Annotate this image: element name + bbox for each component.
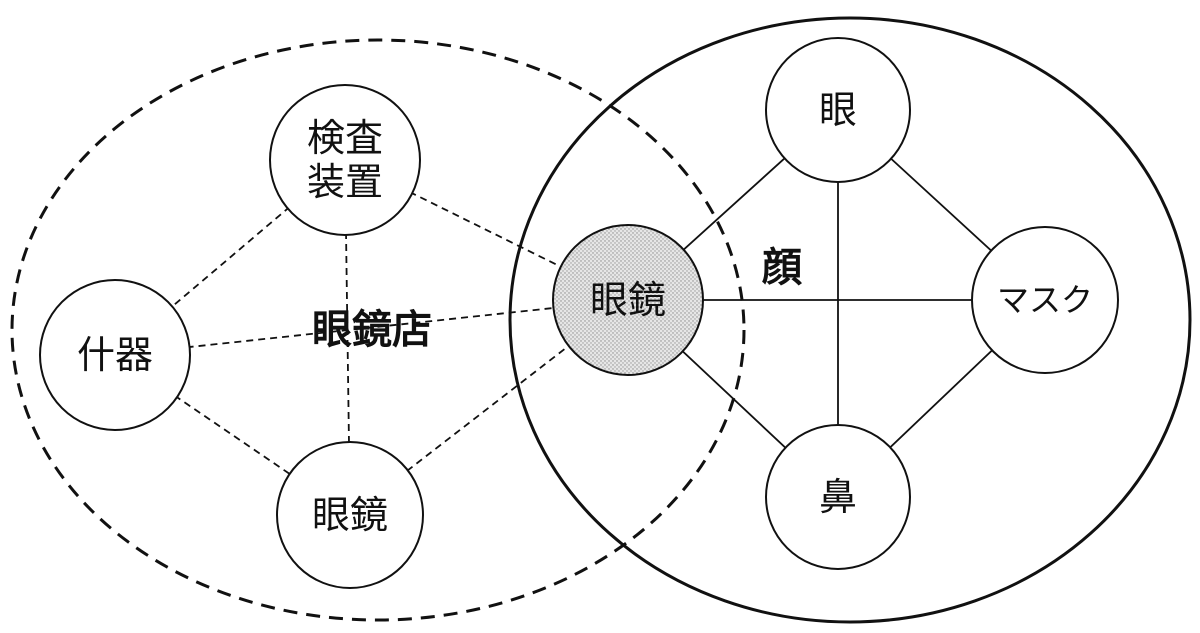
node-glasses-center: 眼鏡 — [552, 224, 704, 376]
node-label: 眼 — [819, 88, 857, 132]
edge-fixtures-glasses_center — [114, 299, 629, 356]
node-circle — [971, 226, 1119, 374]
node-fixtures: 什器 — [39, 279, 191, 431]
node-label: 検査 — [307, 116, 383, 160]
node-circle — [765, 37, 911, 183]
node-circle — [269, 84, 421, 236]
node-label: 装置 — [307, 160, 383, 204]
node-circle — [39, 279, 191, 431]
node-mask: マスク — [971, 226, 1119, 374]
node-circle — [276, 441, 424, 589]
node-circle — [552, 224, 704, 376]
node-eye: 眼 — [765, 37, 911, 183]
node-label: 眼鏡 — [312, 493, 388, 537]
node-nose: 鼻 — [765, 424, 911, 570]
node-glasses-shop: 眼鏡 — [276, 441, 424, 589]
node-label: 眼鏡 — [590, 278, 666, 322]
node-circle — [765, 424, 911, 570]
shop-group-label: 眼鏡店 — [312, 307, 432, 353]
face-group-label: 顔 — [762, 245, 802, 291]
node-label: 什器 — [77, 333, 153, 377]
shop-group-boundary — [10, 38, 746, 622]
node-label: 鼻 — [819, 475, 857, 519]
face-group-boundary — [508, 16, 1192, 624]
node-label: マスク — [997, 281, 1093, 319]
